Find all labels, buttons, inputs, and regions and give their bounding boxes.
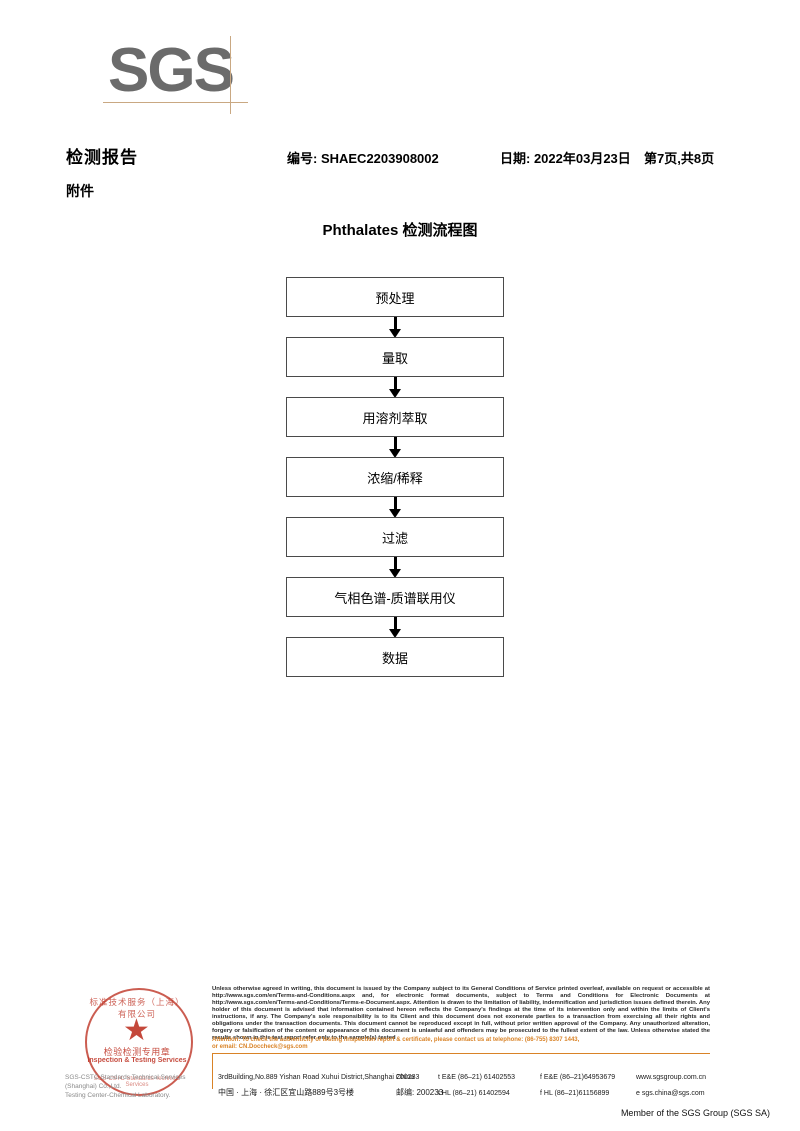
postcode-en: 200233 [396,1074,420,1081]
page-title: 检测报告 [66,148,138,167]
flow-arrow-5 [286,557,504,578]
stamp-company-line1: SGS-CSTC Standards Technical Services (S… [65,1074,186,1090]
flow-arrow-3 [286,437,504,458]
address-cn: 中国 · 上海 · 徐汇区宜山路889号3号楼 [218,1088,355,1097]
flowchart: 预处理 量取 用溶剂萃取 浓缩/稀释 过滤 气相色谱-质谱联用仪 数据 [286,277,504,677]
flow-node-filter: 过滤 [286,517,504,557]
sgs-logo-text: SGS [108,36,235,105]
stamp-cn-label: 检验检测专用章 [103,1047,171,1057]
flowchart-title: Phthalates 检测流程图 [322,222,478,239]
website-url: www.sgsgroup.com.cn [636,1074,707,1081]
attention-line-2: or email: CN.Doccheck@sgs.com [212,1044,308,1051]
email-address: e sgs.china@sgs.com [636,1090,705,1097]
report-number: 编号: SHAEC2203908002 [287,151,439,166]
flow-arrow-4 [286,497,504,518]
flow-arrow-1 [286,317,504,338]
flow-node-label: 气相色谱-质谱联用仪 [334,590,456,606]
stamp-en-label: Inspection & Testing Services [87,1057,187,1064]
flow-node-label: 预处理 [375,290,415,306]
attention-notice: Attention: To check the authenticity of … [212,1037,710,1052]
flow-node-label: 过滤 [381,530,408,546]
telephone-hl: t HL (86–21) 61402594 [438,1090,510,1097]
stamp-arc-bottom-text: SGS-CSTC Standards Technical Services [93,1076,181,1088]
report-date: 日期: 2022年03月23日 [500,151,631,166]
flow-node-solvent-extraction: 用溶剂萃取 [286,397,504,437]
flow-node-label: 浓缩/稀释 [367,470,423,486]
stamp-company-line2: Testing Center-Chemical Laboratory. [65,1092,171,1099]
official-stamp: 标准技术服务（上海）有限公司 ★ 检验检测专用章 Inspection & Te… [85,988,195,1098]
flow-node-label: 数据 [381,650,408,666]
flow-arrow-6 [286,617,504,638]
attention-line-1: Attention: To check the authenticity of … [212,1037,580,1043]
sgs-logo: SGS [103,36,248,120]
footer-divider-vertical [212,1053,213,1089]
flow-node-concentrate-dilute: 浓缩/稀释 [286,457,504,497]
contact-row-en: 3rdBuilding,No.889 Yishan Road Xuhui Dis… [218,1074,710,1087]
stamp-company-text: SGS-CSTC Standards Technical Services (S… [65,1073,215,1100]
telephone-ee: t E&E (86–21) 61402553 [438,1074,516,1081]
flow-arrow-2 [286,377,504,398]
contact-row-cn: 中国 · 上海 · 徐汇区宜山路889号3号楼 邮编: 200233 t HL … [218,1087,710,1100]
postcode-cn: 邮编: 200233 [396,1088,444,1097]
stamp-circle [85,988,193,1096]
attachment-label: 附件 [66,183,94,199]
address-en: 3rdBuilding,No.889 Yishan Road Xuhui Dis… [218,1074,415,1081]
legal-terms-text: Unless otherwise agreed in writing, this… [212,986,710,1042]
star-icon: ★ [123,1014,150,1047]
page-indicator: 第7页,共8页 [644,151,715,166]
logo-vertical-rule [230,36,231,114]
legal-paragraph: Unless otherwise agreed in writing, this… [212,986,710,1041]
fax-ee: f E&E (86–21)64953679 [540,1074,616,1081]
sgs-group-member-text: Member of the SGS Group (SGS SA) [620,1108,770,1118]
flow-node-measure: 量取 [286,337,504,377]
stamp-arc-top-text: 标准技术服务（上海）有限公司 [89,997,185,1019]
flow-node-gcms: 气相色谱-质谱联用仪 [286,577,504,617]
flow-node-label: 用溶剂萃取 [362,410,428,426]
page-footer: 标准技术服务（上海）有限公司 ★ 检验检测专用章 Inspection & Te… [0,980,800,1131]
contact-details: 3rdBuilding,No.889 Yishan Road Xuhui Dis… [218,1074,710,1100]
flow-node-data: 数据 [286,637,504,677]
logo-horizontal-rule [103,102,248,103]
footer-divider-horizontal [212,1053,710,1054]
flow-node-label: 量取 [381,350,408,366]
fax-hl: f HL (86–21)61156899 [540,1090,610,1097]
flow-node-pretreatment: 预处理 [286,277,504,317]
